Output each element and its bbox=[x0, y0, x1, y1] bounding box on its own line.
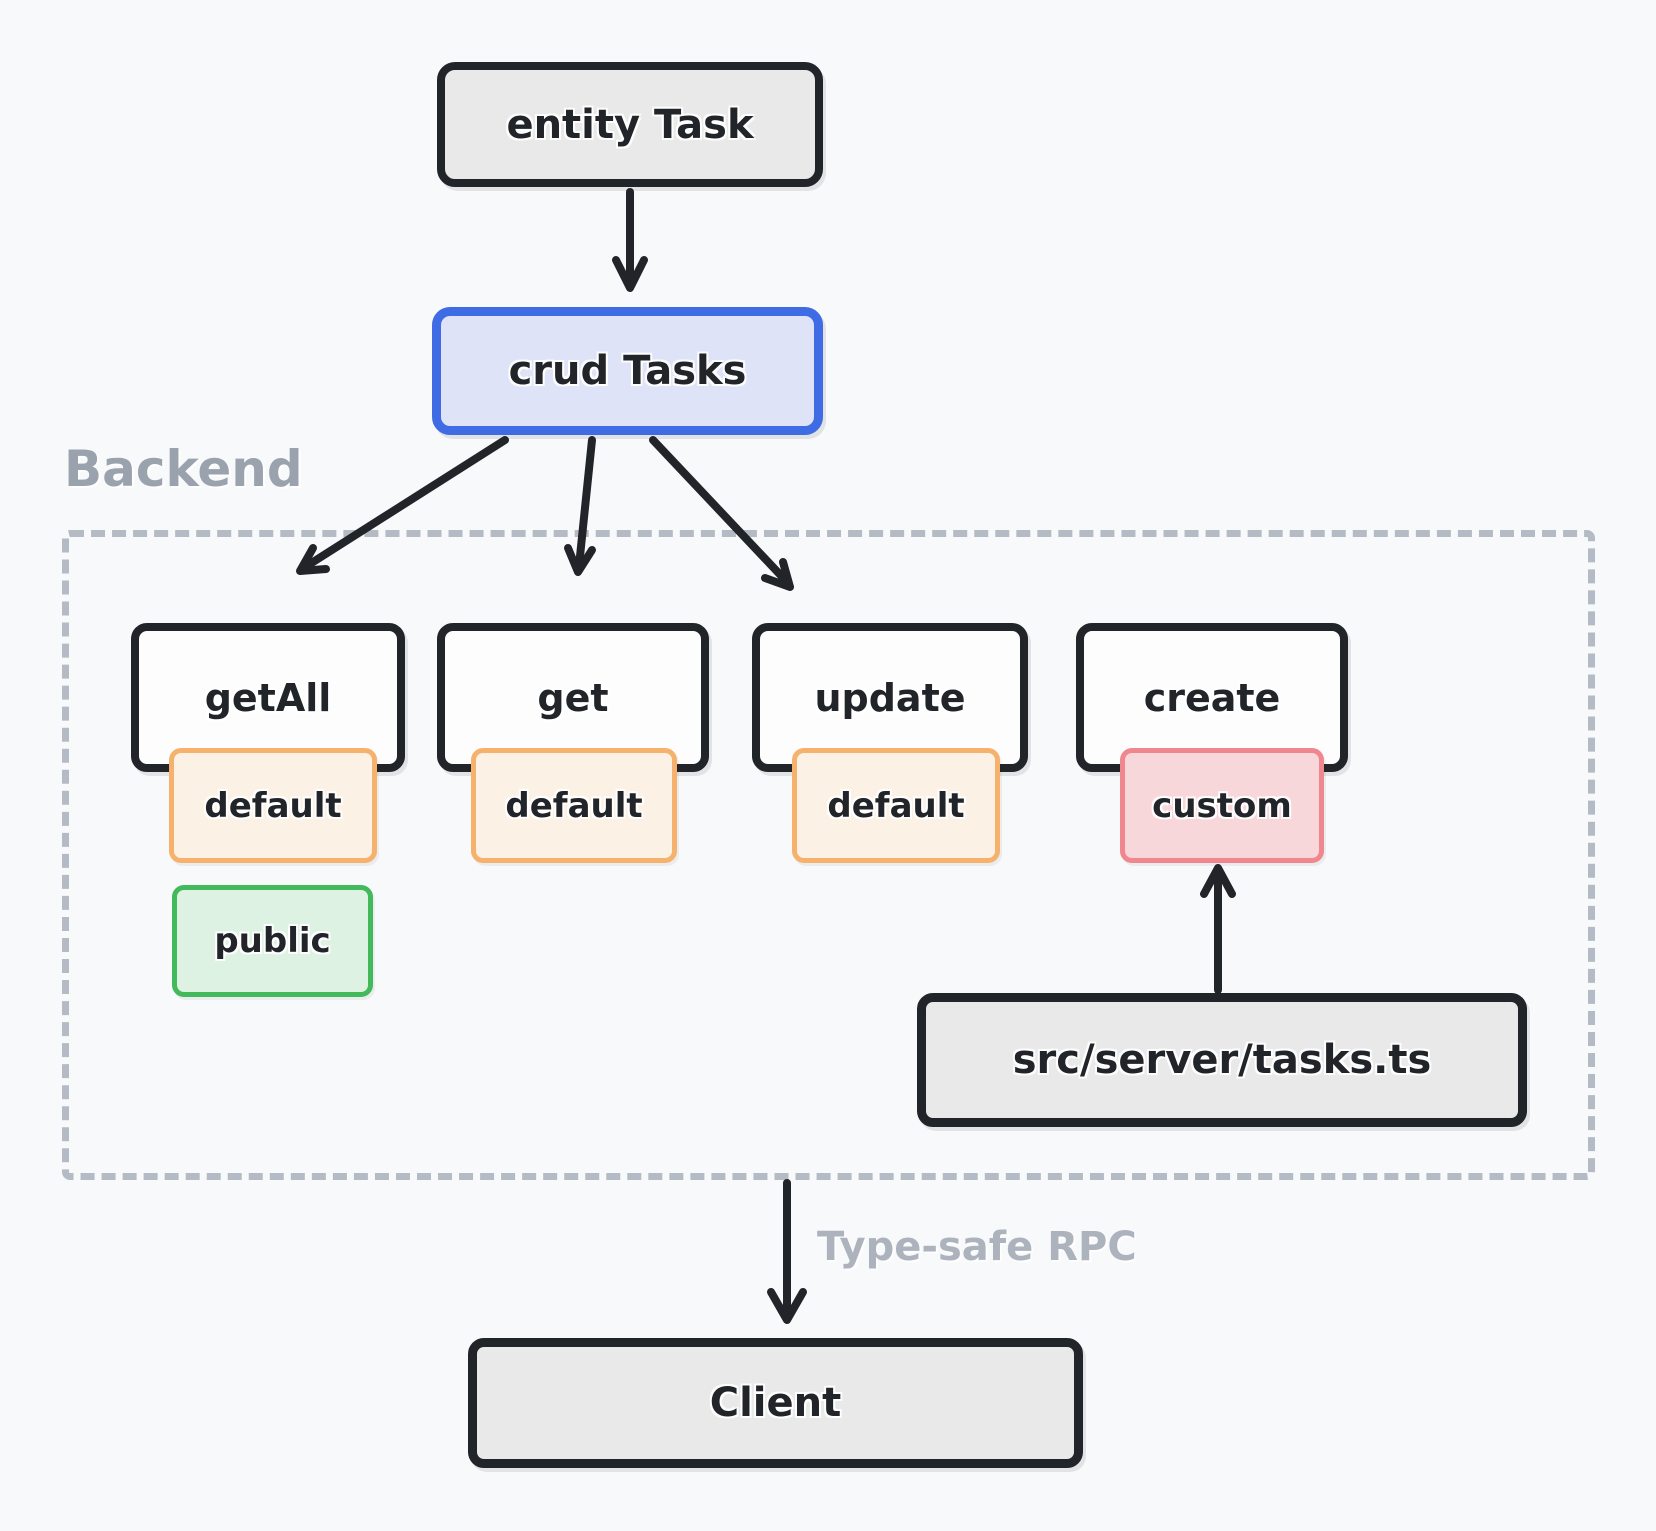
backend-region-box bbox=[62, 530, 1595, 1180]
client-label: Client bbox=[709, 1380, 842, 1426]
badge-default-get: default bbox=[471, 748, 677, 863]
backend-region-label: Backend bbox=[64, 440, 303, 498]
badge-default-update: default bbox=[792, 748, 1000, 863]
badge-custom-create: custom bbox=[1120, 748, 1324, 863]
badge-default-getall-label: default bbox=[204, 785, 342, 826]
crud-tasks-label: crud Tasks bbox=[508, 348, 747, 394]
server-file-label: src/server/tasks.ts bbox=[1012, 1037, 1432, 1083]
badge-default-get-label: default bbox=[505, 785, 643, 826]
method-label-create: create bbox=[1143, 675, 1281, 720]
rpc-edge-label: Type-safe RPC bbox=[817, 1224, 1137, 1270]
server-file-node: src/server/tasks.ts bbox=[917, 993, 1527, 1127]
entity-task-label: entity Task bbox=[506, 101, 754, 148]
badge-default-update-label: default bbox=[827, 785, 965, 826]
method-label-update: update bbox=[814, 675, 966, 720]
method-label-get: get bbox=[537, 675, 609, 720]
badge-public-getall-label: public bbox=[214, 921, 331, 961]
entity-task-node: entity Task bbox=[437, 62, 823, 187]
method-node-update: update bbox=[752, 623, 1028, 772]
arrowhead-backend-to-client bbox=[767, 1288, 807, 1324]
method-label-getall: getAll bbox=[204, 675, 332, 720]
badge-custom-create-label: custom bbox=[1152, 785, 1292, 826]
badge-public-getall: public bbox=[172, 885, 373, 997]
arrowhead-entity-to-crud bbox=[612, 256, 648, 292]
crud-tasks-node: crud Tasks bbox=[432, 307, 823, 435]
client-node: Client bbox=[468, 1338, 1083, 1468]
method-node-create: create bbox=[1076, 623, 1348, 772]
badge-default-getall: default bbox=[169, 748, 377, 863]
